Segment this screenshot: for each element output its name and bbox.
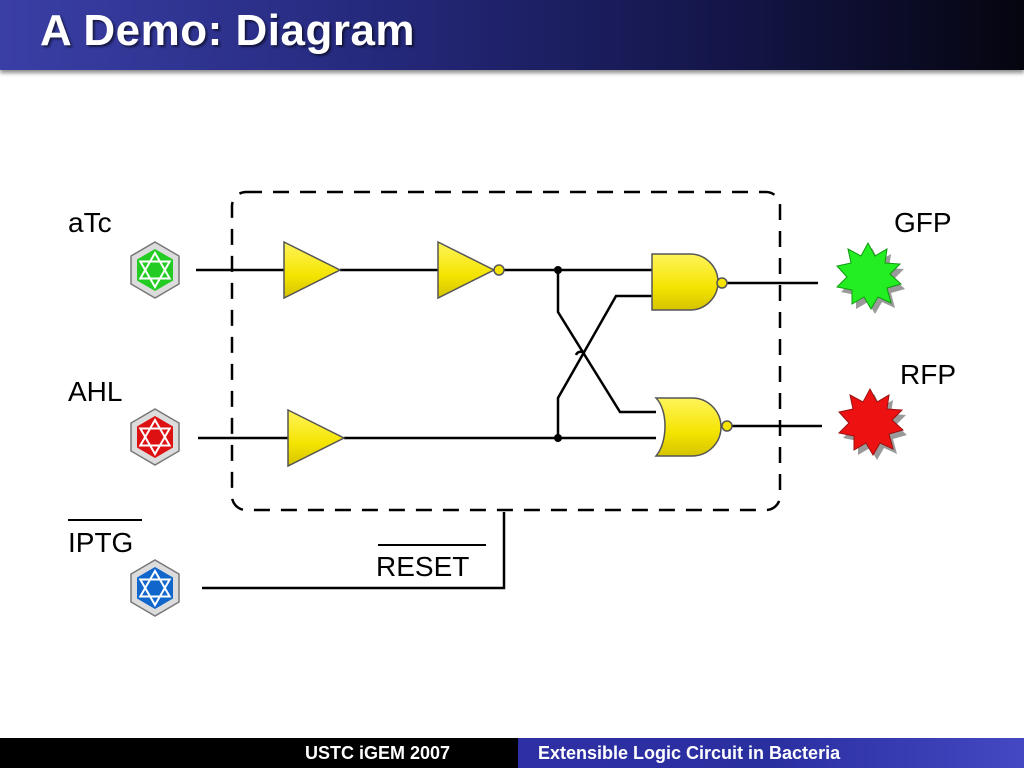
nand-gate-bottom xyxy=(654,397,733,457)
reset-label: RESET xyxy=(376,551,469,582)
junction-dot xyxy=(554,266,562,274)
buffer-gate xyxy=(287,408,346,468)
not-gate xyxy=(437,240,505,300)
slide-title: A Demo: Diagram xyxy=(40,6,416,55)
ahl-hexagon-icon xyxy=(130,408,180,466)
output-label-rfp: RFP xyxy=(900,359,956,390)
iptg-hexagon-icon xyxy=(130,559,180,617)
input-label-atc: aTc xyxy=(68,207,112,238)
footer-subtitle: Extensible Logic Circuit in Bacteria xyxy=(538,743,841,763)
rfp-starburst-icon xyxy=(837,387,907,460)
footer-bar: USTC iGEM 2007 Extensible Logic Circuit … xyxy=(0,738,1024,768)
title-bar: A Demo: Diagram xyxy=(0,0,1024,70)
circuit-wires xyxy=(196,268,822,590)
logic-circuit-diagram: aTc AHL IPTG GFP RFP RESET xyxy=(68,190,956,617)
output-label-gfp: GFP xyxy=(894,207,952,238)
junction-dot xyxy=(554,434,562,442)
nand-gate-top xyxy=(651,253,728,311)
footer-team: USTC iGEM 2007 xyxy=(305,743,451,763)
footer-subtitle-box: Extensible Logic Circuit in Bacteria xyxy=(518,738,1024,768)
buffer-gate xyxy=(283,240,342,300)
input-label-iptg: IPTG xyxy=(68,527,133,558)
wire-crossover-hop xyxy=(574,350,585,356)
input-label-ahl: AHL xyxy=(68,376,122,407)
gfp-starburst-icon xyxy=(835,241,905,314)
atc-hexagon-icon xyxy=(130,241,180,299)
circuit-boundary xyxy=(230,190,782,512)
